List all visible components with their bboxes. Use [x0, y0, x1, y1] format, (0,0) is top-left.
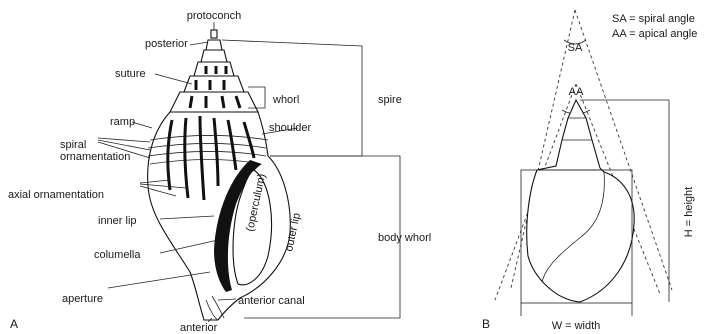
label-protoconch: protoconch — [187, 10, 241, 22]
label-shoulder: shoulder — [269, 122, 312, 134]
label-spire: spire — [378, 94, 402, 106]
label-columella: columella — [94, 249, 141, 261]
label-aperture: aperture — [62, 293, 103, 305]
label-suture: suture — [115, 68, 146, 80]
label-anterior: anterior — [180, 322, 218, 334]
label-ramp: ramp — [110, 116, 135, 128]
legend-apical-angle: AA = apical angle — [612, 28, 697, 40]
label-inner-lip: inner lip — [98, 215, 137, 227]
label-anterior-canal: anterior canal — [238, 295, 305, 307]
spire-whorl-5 — [170, 92, 258, 112]
panel-a-letter: A — [10, 317, 18, 331]
label-axial-ornamentation: axial ornamentation — [8, 189, 104, 201]
label-ornamentation: ornamentation — [60, 151, 130, 163]
spire-whorl-2 — [201, 50, 227, 62]
spire-whorl-4 — [184, 76, 244, 92]
protoconch-tip — [211, 30, 217, 38]
label-whorl: whorl — [272, 94, 299, 106]
panel-b-measurement-drawing — [495, 10, 672, 316]
label-aa: AA — [569, 86, 584, 98]
legend-spiral-angle: SA = spiral angle — [612, 13, 695, 25]
panel-b-letter: B — [482, 317, 490, 331]
label-posterior: posterior — [145, 38, 188, 50]
simplified-shell-outline — [527, 100, 634, 302]
label-body-whorl: body whorl — [378, 232, 431, 244]
label-height: H = height — [683, 187, 695, 237]
spire-whorl-1 — [206, 40, 222, 50]
label-spiral: spiral — [60, 139, 86, 151]
spire-whorl-3 — [194, 62, 234, 76]
label-width: W = width — [552, 320, 601, 332]
panel-a-shell-drawing — [148, 30, 291, 320]
label-sa: SA — [568, 42, 583, 54]
